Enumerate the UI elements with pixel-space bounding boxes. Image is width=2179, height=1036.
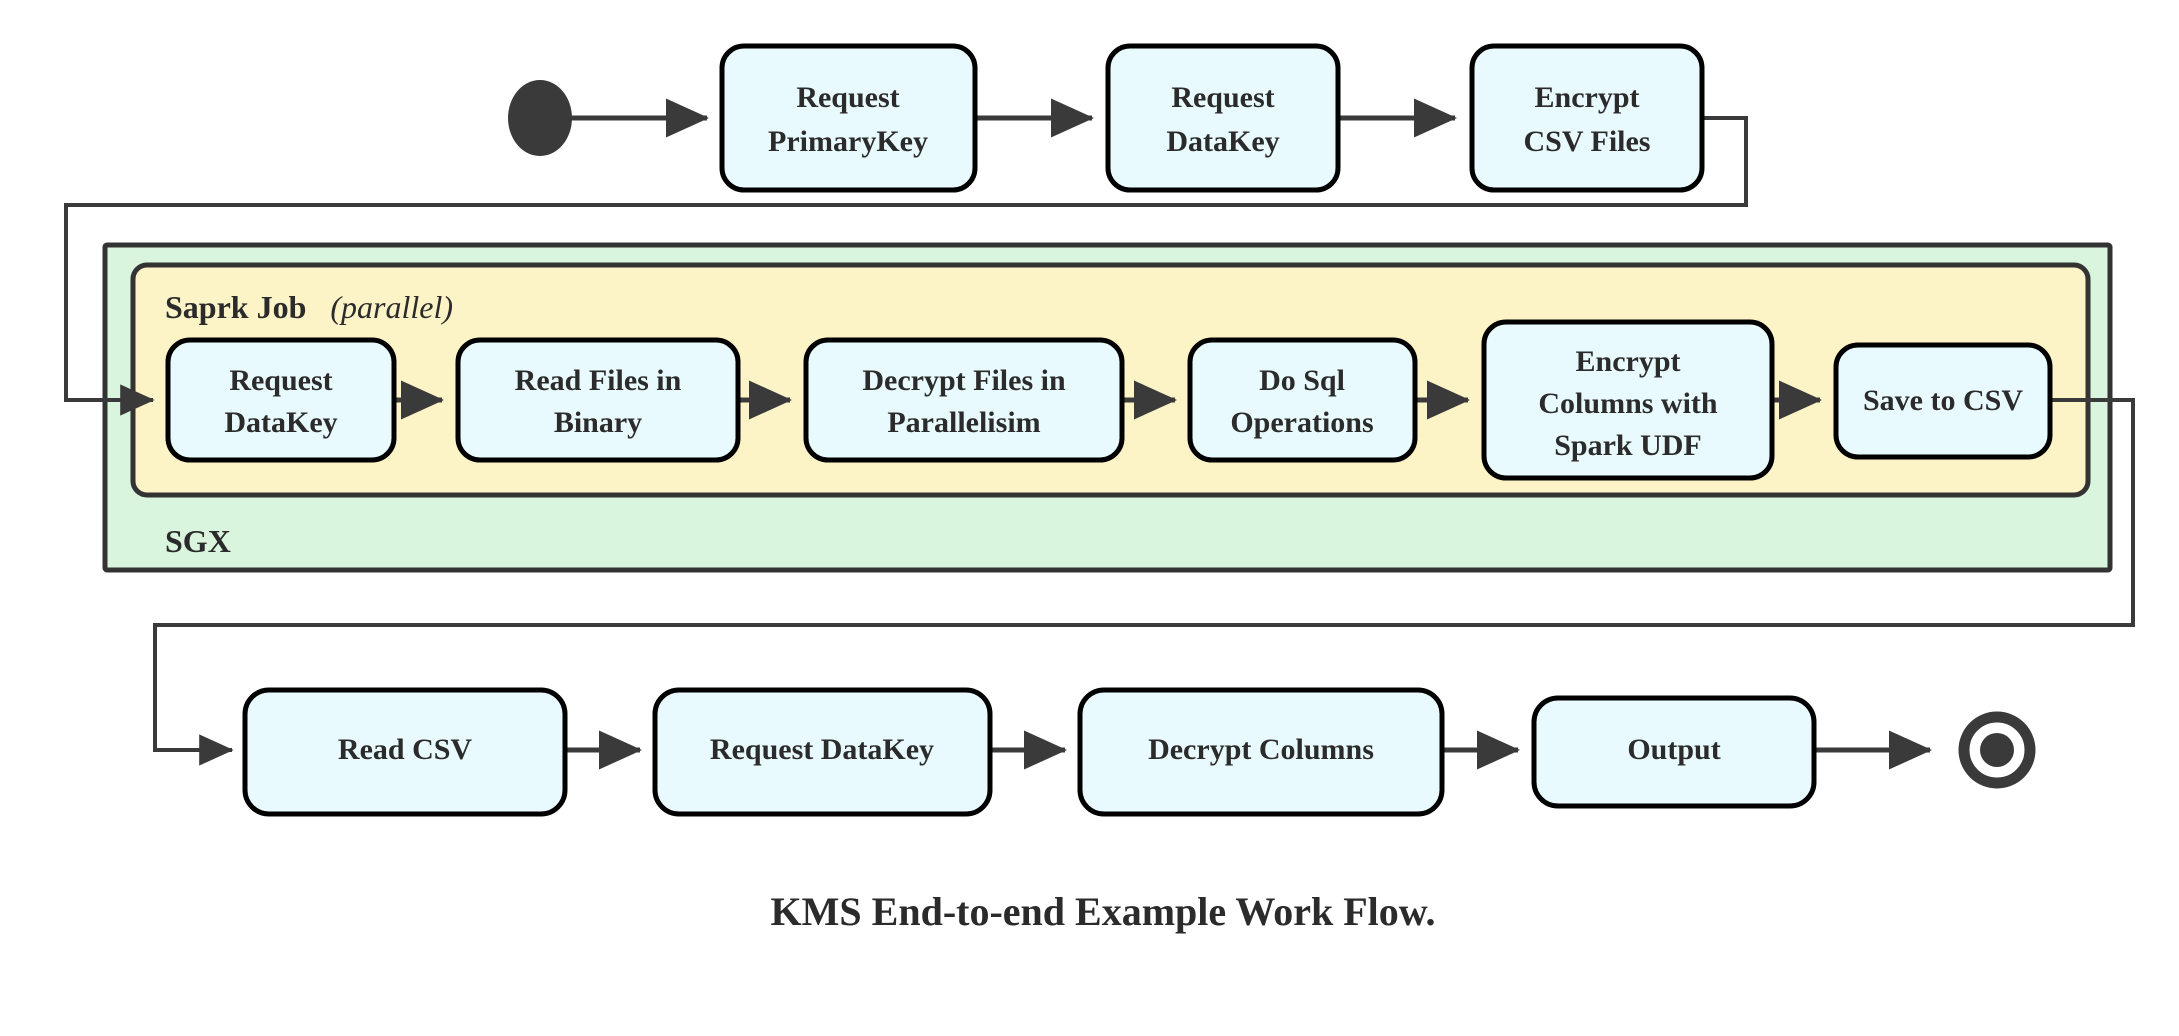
node-save-to-csv-rect[interactable] (1833, 342, 2053, 460)
node-request-primarykey-rect[interactable] (719, 43, 978, 193)
node-encrypt-columns-with-spark-udf[interactable]: Encrypt Columns with Spark UDF (1481, 319, 1775, 481)
node-encrypt-csv-files-rect[interactable] (1469, 43, 1705, 193)
node-request-datakey-top[interactable]: Request DataKey (1105, 43, 1341, 193)
sgx-container-label: SGX (165, 523, 231, 559)
node-encrypt-csv-files-line-1: CSV Files (1524, 125, 1651, 158)
edge-save-csv-to-read-csv (153, 398, 2135, 766)
node-read-csv-line-0: Read CSV (338, 733, 473, 766)
node-request-datakey-spark-line-0: Request (229, 364, 332, 397)
node-request-datakey-top-rect[interactable] (1105, 43, 1341, 193)
node-encrypt-csv-files-line-0: Encrypt (1535, 81, 1640, 114)
node-encrypt-columns-with-spark-udf-line-1: Columns with (1538, 387, 1718, 420)
node-do-sql-operations[interactable]: Do Sql Operations (1187, 337, 1418, 463)
node-read-files-in-binary-line-0: Read Files in (515, 364, 682, 397)
start-dot-shape (508, 80, 572, 156)
spark-job-container-label: Saprk Job (parallel) (165, 289, 453, 325)
node-request-primarykey[interactable]: Request PrimaryKey (719, 43, 978, 193)
node-request-datakey-bottom-line-0: Request DataKey (710, 733, 934, 766)
edge-encrypt-csv-to-spark-request-datakey (64, 116, 1748, 416)
end-circle (1958, 711, 2036, 789)
node-read-files-in-binary[interactable]: Read Files in Binary (455, 337, 741, 463)
node-request-datakey-bottom[interactable]: Request DataKey (652, 687, 993, 817)
node-decrypt-files-in-parallelisim-line-1: Parallelisim (887, 406, 1040, 439)
node-encrypt-csv-files[interactable]: Encrypt CSV Files (1469, 43, 1705, 193)
node-request-datakey-spark-line-1: DataKey (224, 406, 337, 439)
node-decrypt-columns[interactable]: Decrypt Columns (1077, 687, 1445, 817)
node-do-sql-operations-line-0: Do Sql (1259, 364, 1345, 397)
node-save-to-csv[interactable]: Save to CSV (1833, 342, 2053, 460)
node-decrypt-files-in-parallelisim[interactable]: Decrypt Files in Parallelisim (803, 337, 1125, 463)
node-read-files-in-binary-line-1: Binary (554, 406, 642, 439)
diagram-caption: KMS End-to-end Example Work Flow. (771, 889, 1436, 934)
node-decrypt-columns-rect[interactable] (1077, 687, 1445, 817)
node-decrypt-files-in-parallelisim-rect[interactable] (803, 337, 1125, 463)
node-output[interactable]: Output (1531, 695, 1817, 809)
node-request-datakey-bottom-rect[interactable] (652, 687, 993, 817)
node-save-to-csv-line-0: Save to CSV (1863, 384, 2023, 417)
node-read-csv-rect[interactable] (242, 687, 568, 817)
node-read-files-in-binary-rect[interactable] (455, 337, 741, 463)
node-output-line-0: Output (1627, 733, 1720, 766)
node-request-datakey-spark[interactable]: Request DataKey (165, 337, 397, 463)
node-request-datakey-spark-rect[interactable] (165, 337, 397, 463)
node-request-primarykey-line-0: Request (796, 81, 899, 114)
node-do-sql-operations-rect[interactable] (1187, 337, 1418, 463)
node-request-datakey-top-line-1: DataKey (1166, 125, 1279, 158)
node-output-rect[interactable] (1531, 695, 1817, 809)
end-circle-ring (1958, 711, 2036, 789)
spark-job-label-parallel: (parallel) (330, 289, 453, 325)
node-encrypt-columns-with-spark-udf-rect[interactable] (1481, 319, 1775, 481)
node-decrypt-files-in-parallelisim-line-0: Decrypt Files in (862, 364, 1066, 397)
node-decrypt-columns-line-0: Decrypt Columns (1148, 733, 1374, 766)
end-circle-dot (1980, 733, 2014, 767)
node-do-sql-operations-line-1: Operations (1230, 406, 1373, 439)
node-request-primarykey-line-1: PrimaryKey (768, 125, 928, 158)
spark-job-label-main: Saprk Job (165, 289, 306, 325)
node-encrypt-columns-with-spark-udf-line-0: Encrypt (1576, 345, 1681, 378)
node-encrypt-columns-with-spark-udf-line-2: Spark UDF (1554, 429, 1702, 462)
start-dot (508, 80, 572, 156)
node-request-datakey-top-line-0: Request (1171, 81, 1274, 114)
node-read-csv[interactable]: Read CSV (242, 687, 568, 817)
